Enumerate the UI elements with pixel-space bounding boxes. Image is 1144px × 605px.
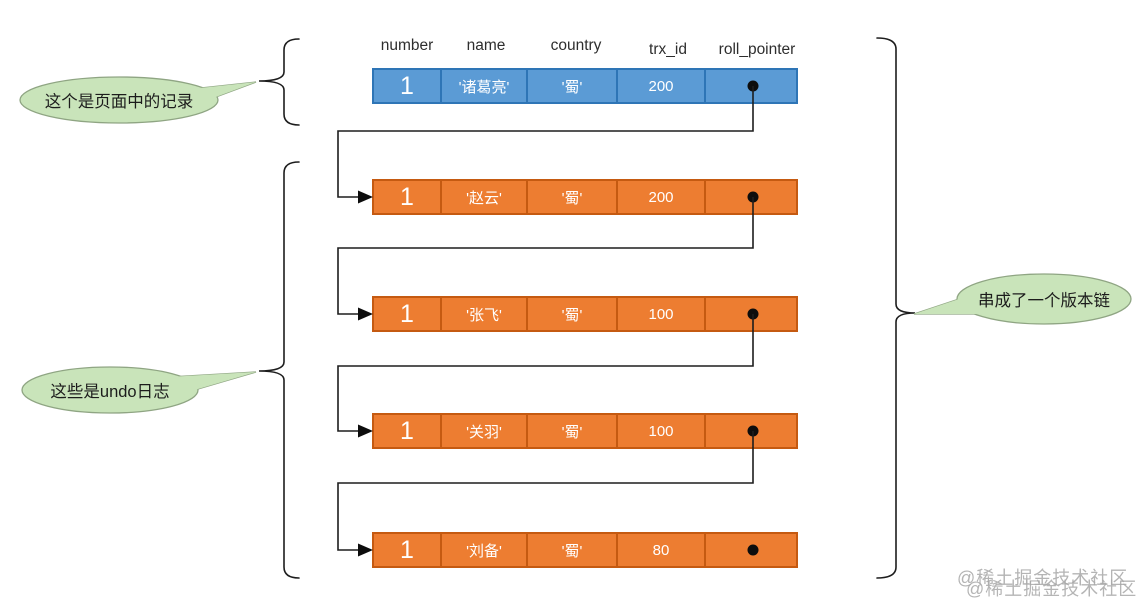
bubble-version-chain	[956, 273, 1132, 325]
undo-log-row: 1 '刘备' '蜀' 80	[372, 532, 798, 568]
cell-number: 1	[374, 181, 442, 213]
cell-country: '蜀'	[528, 534, 618, 566]
cell-trx-id: 200	[618, 181, 706, 213]
page-record-row: 1 '诸葛亮' '蜀' 200	[372, 68, 798, 104]
undo-log-row: 1 '关羽' '蜀' 100	[372, 413, 798, 449]
arrowhead-icon	[358, 424, 373, 438]
version-chain-connectors	[337, 86, 754, 551]
cell-name: '关羽'	[442, 415, 528, 447]
column-header-roll-pointer: roll_pointer	[718, 41, 796, 58]
cell-number: 1	[374, 534, 442, 566]
cell-country: '蜀'	[528, 70, 618, 102]
bubble-tail-mask	[182, 82, 256, 104]
bubble-tail-mask	[914, 294, 994, 314]
brace-version-chain	[876, 37, 916, 579]
cell-trx-id: 80	[618, 534, 706, 566]
bubble-page-record	[19, 76, 219, 124]
brace-page-record	[258, 38, 300, 126]
cell-number: 1	[374, 298, 442, 330]
bubble-tail-mask	[152, 372, 256, 396]
braces	[258, 37, 916, 579]
annotation-version-chain: 串成了一个版本链	[978, 292, 1110, 310]
arrowhead-icon	[358, 190, 373, 204]
cell-number: 1	[374, 415, 442, 447]
watermark-text: @稀土掘金技术社区	[957, 568, 1129, 588]
connector-arrow	[337, 197, 754, 315]
cell-country: '蜀'	[528, 298, 618, 330]
cell-trx-id: 100	[618, 415, 706, 447]
speech-bubbles	[19, 76, 1132, 414]
cell-country: '蜀'	[528, 415, 618, 447]
cell-number: 1	[374, 70, 442, 102]
column-header-country: country	[550, 37, 602, 54]
arrowhead-icon	[358, 307, 373, 321]
watermark-text: @稀土掘金技术社区	[966, 579, 1138, 599]
undo-log-row: 1 '赵云' '蜀' 200	[372, 179, 798, 215]
annotation-page-record: 这个是页面中的记录	[44, 93, 194, 111]
cell-name: '刘备'	[442, 534, 528, 566]
arrowhead-icon	[358, 543, 373, 557]
brace-undo-logs	[258, 161, 300, 579]
annotation-undo-logs: 这些是undo日志	[50, 383, 170, 401]
cell-country: '蜀'	[528, 181, 618, 213]
undo-log-row: 1 '张飞' '蜀' 100	[372, 296, 798, 332]
cell-name: '赵云'	[442, 181, 528, 213]
cell-trx-id: 200	[618, 70, 706, 102]
connector-arrow	[337, 86, 754, 198]
arrowheads	[358, 190, 373, 557]
cell-trx-id: 100	[618, 298, 706, 330]
roll-pointer-dot	[747, 544, 759, 556]
cell-name: '诸葛亮'	[442, 70, 528, 102]
column-header-name: name	[466, 37, 506, 54]
connector-arrow	[337, 314, 754, 432]
column-header-trx-id: trx_id	[649, 41, 687, 58]
connector-arrow	[337, 431, 754, 551]
column-header-number: number	[380, 37, 434, 54]
cell-name: '张飞'	[442, 298, 528, 330]
